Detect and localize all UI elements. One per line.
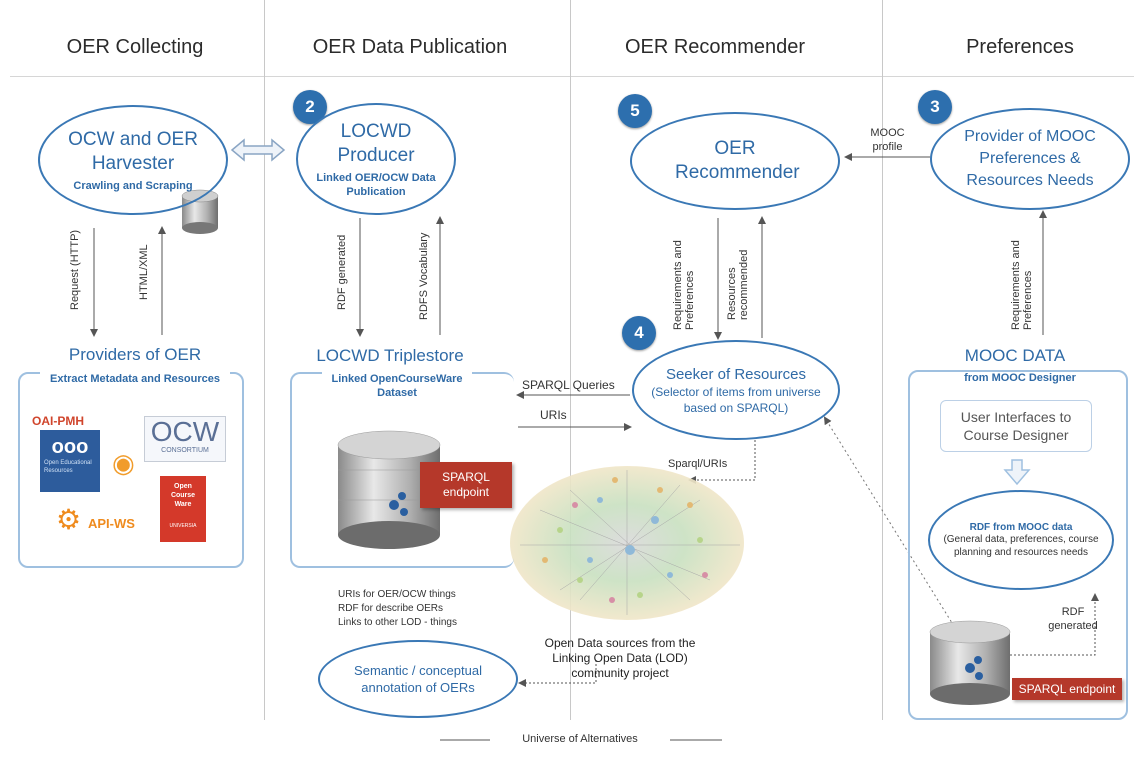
label-rdf-generated-2: RDF generated <box>1048 606 1098 632</box>
harvester-node: OCW and OER Harvester Crawling and Scrap… <box>38 105 228 215</box>
label-request: Request (HTTP) <box>69 229 81 310</box>
mooc-endpoint-badge: SPARQL endpoint <box>1012 678 1122 700</box>
rdf-mooc-title: RDF from MOOC data <box>969 521 1073 533</box>
mooc-data-panel: from MOOC Designer User Interfaces to Co… <box>908 370 1128 720</box>
triplestore-subtitle: Linked OpenCourseWare Dataset <box>322 372 472 400</box>
mooc-data-title: MOOC DATA <box>964 346 1066 365</box>
ocw-consortium-text: CONSORTIUM <box>161 447 209 454</box>
oer-logo-text: Open Educational Resources <box>44 460 92 474</box>
rdf-mooc-subtitle: (General data, preferences, course plann… <box>943 533 1099 558</box>
api-ws-label: API-WS <box>88 516 135 531</box>
label-html-xml: HTML/XML <box>138 244 150 300</box>
oai-pmh-label: OAI-PMH <box>32 414 84 428</box>
note-1: URIs for OER/OCW things <box>338 589 456 600</box>
open-course-ware-text: Open Course Ware <box>170 483 196 508</box>
universe-label: Universe of Alternatives <box>522 733 638 745</box>
oer-logo-rings-icon: ooo <box>51 436 89 458</box>
lod-caption: Open Data sources from the Linking Open … <box>544 636 696 680</box>
semantic-annotation-node: Semantic / conceptual annotation of OERs <box>318 640 518 718</box>
rss-icon: ◉ <box>112 448 135 478</box>
label-sparql-uris: Sparql/URIs <box>668 458 728 470</box>
semantic-annotation-title: Semantic / conceptual annotation of OERs <box>354 663 482 695</box>
provider-preferences-node: Provider of MOOC Preferences & Resources… <box>930 108 1130 210</box>
recommender-node: OER Recommender <box>630 112 840 210</box>
producer-title: LOCWD Producer <box>337 120 415 166</box>
label-rdfs-vocabulary: RDFS Vocabulary <box>418 232 430 320</box>
seeker-node: Seeker of Resources (Selector of items f… <box>632 340 840 440</box>
column-title-recommender: OER Recommender <box>624 36 806 58</box>
triplestore-endpoint-badge: SPARQL endpoint <box>420 462 512 508</box>
label-requirements: Requirements and Preferences <box>672 240 696 330</box>
note-2: RDF for describe OERs <box>338 603 444 614</box>
providers-panel: Extract Metadata and Resources OAI-PMH o… <box>18 372 244 568</box>
label-uris: URIs <box>540 408 567 422</box>
down-arrow-icon <box>1003 459 1031 486</box>
column-divider-2 <box>570 0 571 720</box>
mooc-database-icon <box>929 620 1011 705</box>
providers-subtitle: Extract Metadata and Resources <box>40 372 230 386</box>
seeker-title: Seeker of Resources <box>665 365 807 383</box>
providers-title: Providers of OER <box>68 345 202 364</box>
universia-text: UNIVERSIA <box>169 523 197 529</box>
user-interfaces-text: User Interfaces to Course Designer <box>960 409 1072 443</box>
label-requirements-prefs: Requirements and Preferences <box>1010 240 1034 330</box>
seeker-subtitle: (Selector of items from universe based o… <box>651 384 821 415</box>
double-arrow-icon <box>230 138 286 162</box>
column-title-publication: OER Data Publication <box>312 36 508 58</box>
label-sparql-queries: SPARQL Queries <box>522 378 615 392</box>
user-interfaces-box: User Interfaces to Course Designer <box>940 400 1092 452</box>
recommender-title: OER Recommender <box>675 138 800 183</box>
gear-icon: ⚙ <box>56 504 82 535</box>
step-badge-4: 4 <box>622 316 656 350</box>
harvester-title: OCW and OER Harvester <box>68 128 198 174</box>
provider-preferences-title: Provider of MOOC Preferences & Resources… <box>964 128 1096 189</box>
rdf-mooc-node: RDF from MOOC data (General data, prefer… <box>928 490 1114 590</box>
producer-node: LOCWD Producer Linked OER/OCW Data Publi… <box>296 103 456 215</box>
open-course-ware-logo: Open Course Ware UNIVERSIA <box>160 476 206 542</box>
note-3: Links to other LOD - things <box>338 617 457 628</box>
column-divider-3 <box>882 0 883 720</box>
triplestore-title: LOCWD Triplestore <box>316 346 464 365</box>
column-divider-1 <box>264 0 265 720</box>
harvester-subtitle: Crawling and Scraping <box>73 179 193 192</box>
lod-cloud-image <box>510 466 744 620</box>
label-resources-recommended: Resources recommended <box>726 249 750 320</box>
header-divider <box>10 76 1134 77</box>
triplestore-panel: Linked OpenCourseWare Dataset <box>290 372 514 568</box>
mooc-endpoint-text: SPARQL endpoint <box>1018 682 1116 696</box>
triplestore-endpoint-text: SPARQL endpoint <box>442 470 490 499</box>
step-badge-3: 3 <box>918 90 952 124</box>
oer-logo: ooo Open Educational Resources <box>40 430 100 492</box>
ocw-logo-text: OCW <box>150 416 220 447</box>
column-title-preferences: Preferences <box>966 36 1074 58</box>
label-rdf-generated: RDF generated <box>336 234 348 310</box>
mooc-data-subtitle: from MOOC Designer <box>930 372 1110 384</box>
producer-subtitle: Linked OER/OCW Data Publication <box>316 171 436 198</box>
ocw-logo: OCW CONSORTIUM <box>144 416 226 462</box>
step-badge-5: 5 <box>618 94 652 128</box>
label-mooc-profile: MOOC profile <box>870 127 905 153</box>
column-title-collecting: OER Collecting <box>66 36 204 58</box>
